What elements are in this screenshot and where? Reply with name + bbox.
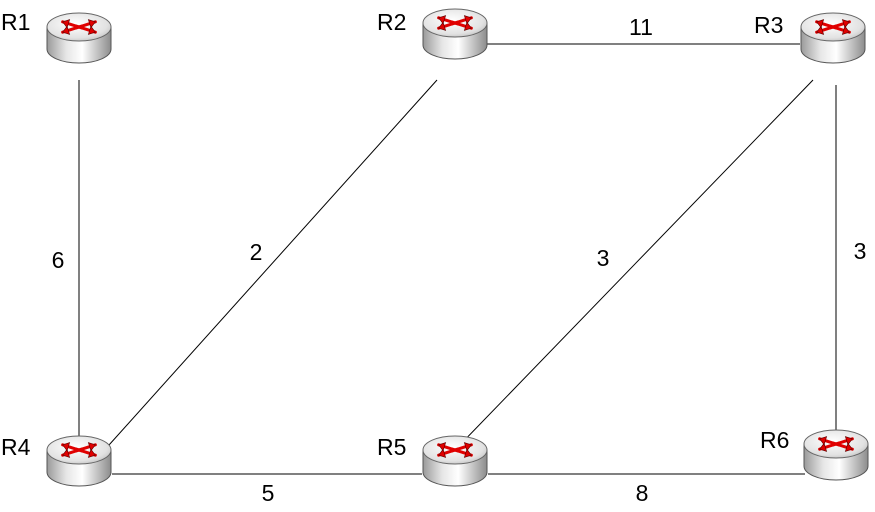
- link-weight-r2-r4: 2: [250, 239, 263, 265]
- router-label-r2: R2: [377, 9, 406, 35]
- router-r6: [803, 429, 869, 481]
- router-r4: [46, 435, 112, 487]
- link-r3-r5: [454, 79, 814, 451]
- router-label-r3: R3: [754, 12, 783, 38]
- router-r3: [800, 12, 866, 64]
- router-label-r1: R1: [1, 9, 30, 35]
- link-r2-r4: [99, 79, 438, 456]
- router-label-r6: R6: [760, 427, 789, 453]
- link-weight-r3-r5: 3: [597, 245, 610, 271]
- routers-layer: [46, 8, 869, 487]
- link-weight-r2-r3: 11: [629, 14, 653, 40]
- router-icon: [46, 435, 112, 487]
- router-r1: [46, 12, 112, 64]
- router-r5: [422, 435, 488, 487]
- router-icon: [803, 429, 869, 481]
- link-weight-r5-r6: 8: [636, 480, 649, 506]
- weights-layer: 6 2 11 3 3 5 8: [52, 14, 867, 506]
- router-label-r4: R4: [1, 434, 31, 460]
- router-labels-layer: R1 R2 R3 R4 R5 R6: [1, 9, 789, 460]
- link-weight-r4-r5: 5: [262, 480, 275, 506]
- router-icon: [46, 12, 112, 64]
- router-r2: [422, 8, 488, 60]
- link-weight-r3-r6: 3: [854, 238, 867, 264]
- link-weight-r1-r4: 6: [52, 247, 65, 273]
- router-label-r5: R5: [377, 434, 406, 460]
- router-icon: [800, 12, 866, 64]
- router-icon: [422, 435, 488, 487]
- router-icon: [422, 8, 488, 60]
- links-layer: [78, 43, 837, 475]
